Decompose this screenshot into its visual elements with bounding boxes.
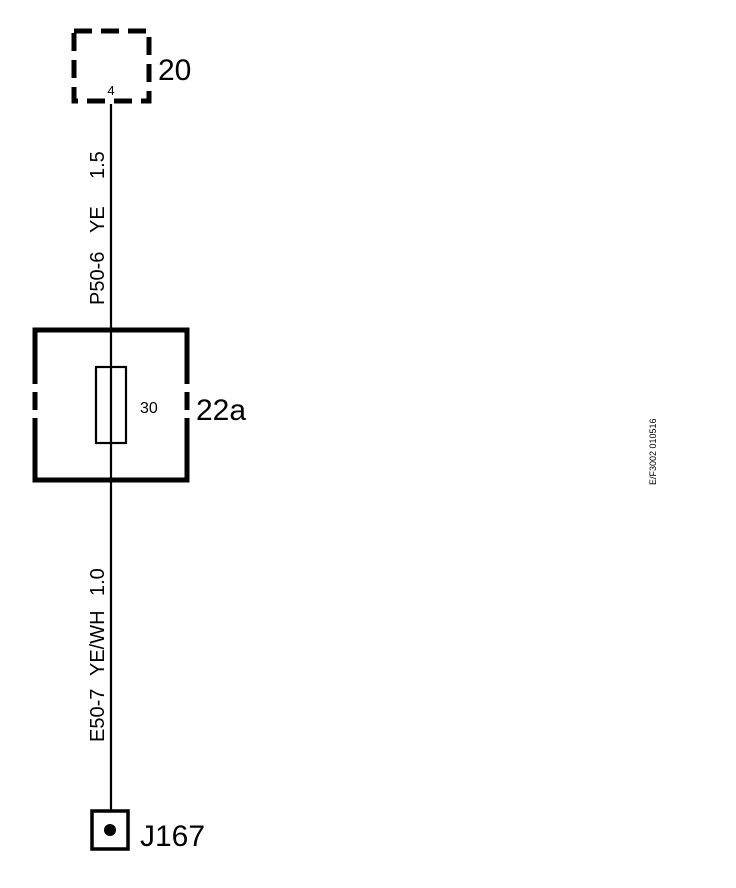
wire-bottom-color: YE/WH — [87, 610, 109, 676]
fuse-22a-label: 22a — [196, 394, 246, 427]
connector-20-pin: 4 — [107, 83, 114, 98]
wire-bottom-gauge: 1.0 — [87, 568, 109, 596]
wire-top-gauge: 1.5 — [87, 151, 109, 179]
wire-bottom-circuit: E50-7 — [87, 689, 109, 742]
wire-top-color: YE — [87, 206, 109, 233]
fuse-rating: 30 — [140, 400, 158, 417]
connector-j167-terminal — [104, 824, 116, 836]
connector-20-label: 20 — [158, 54, 191, 87]
drawing-code: E/F3002 010516 — [648, 418, 658, 485]
wire-top-circuit: P50-6 — [87, 252, 109, 305]
connector-j167-label: J167 — [140, 820, 205, 853]
connector-20-dashed-box — [71, 28, 152, 104]
